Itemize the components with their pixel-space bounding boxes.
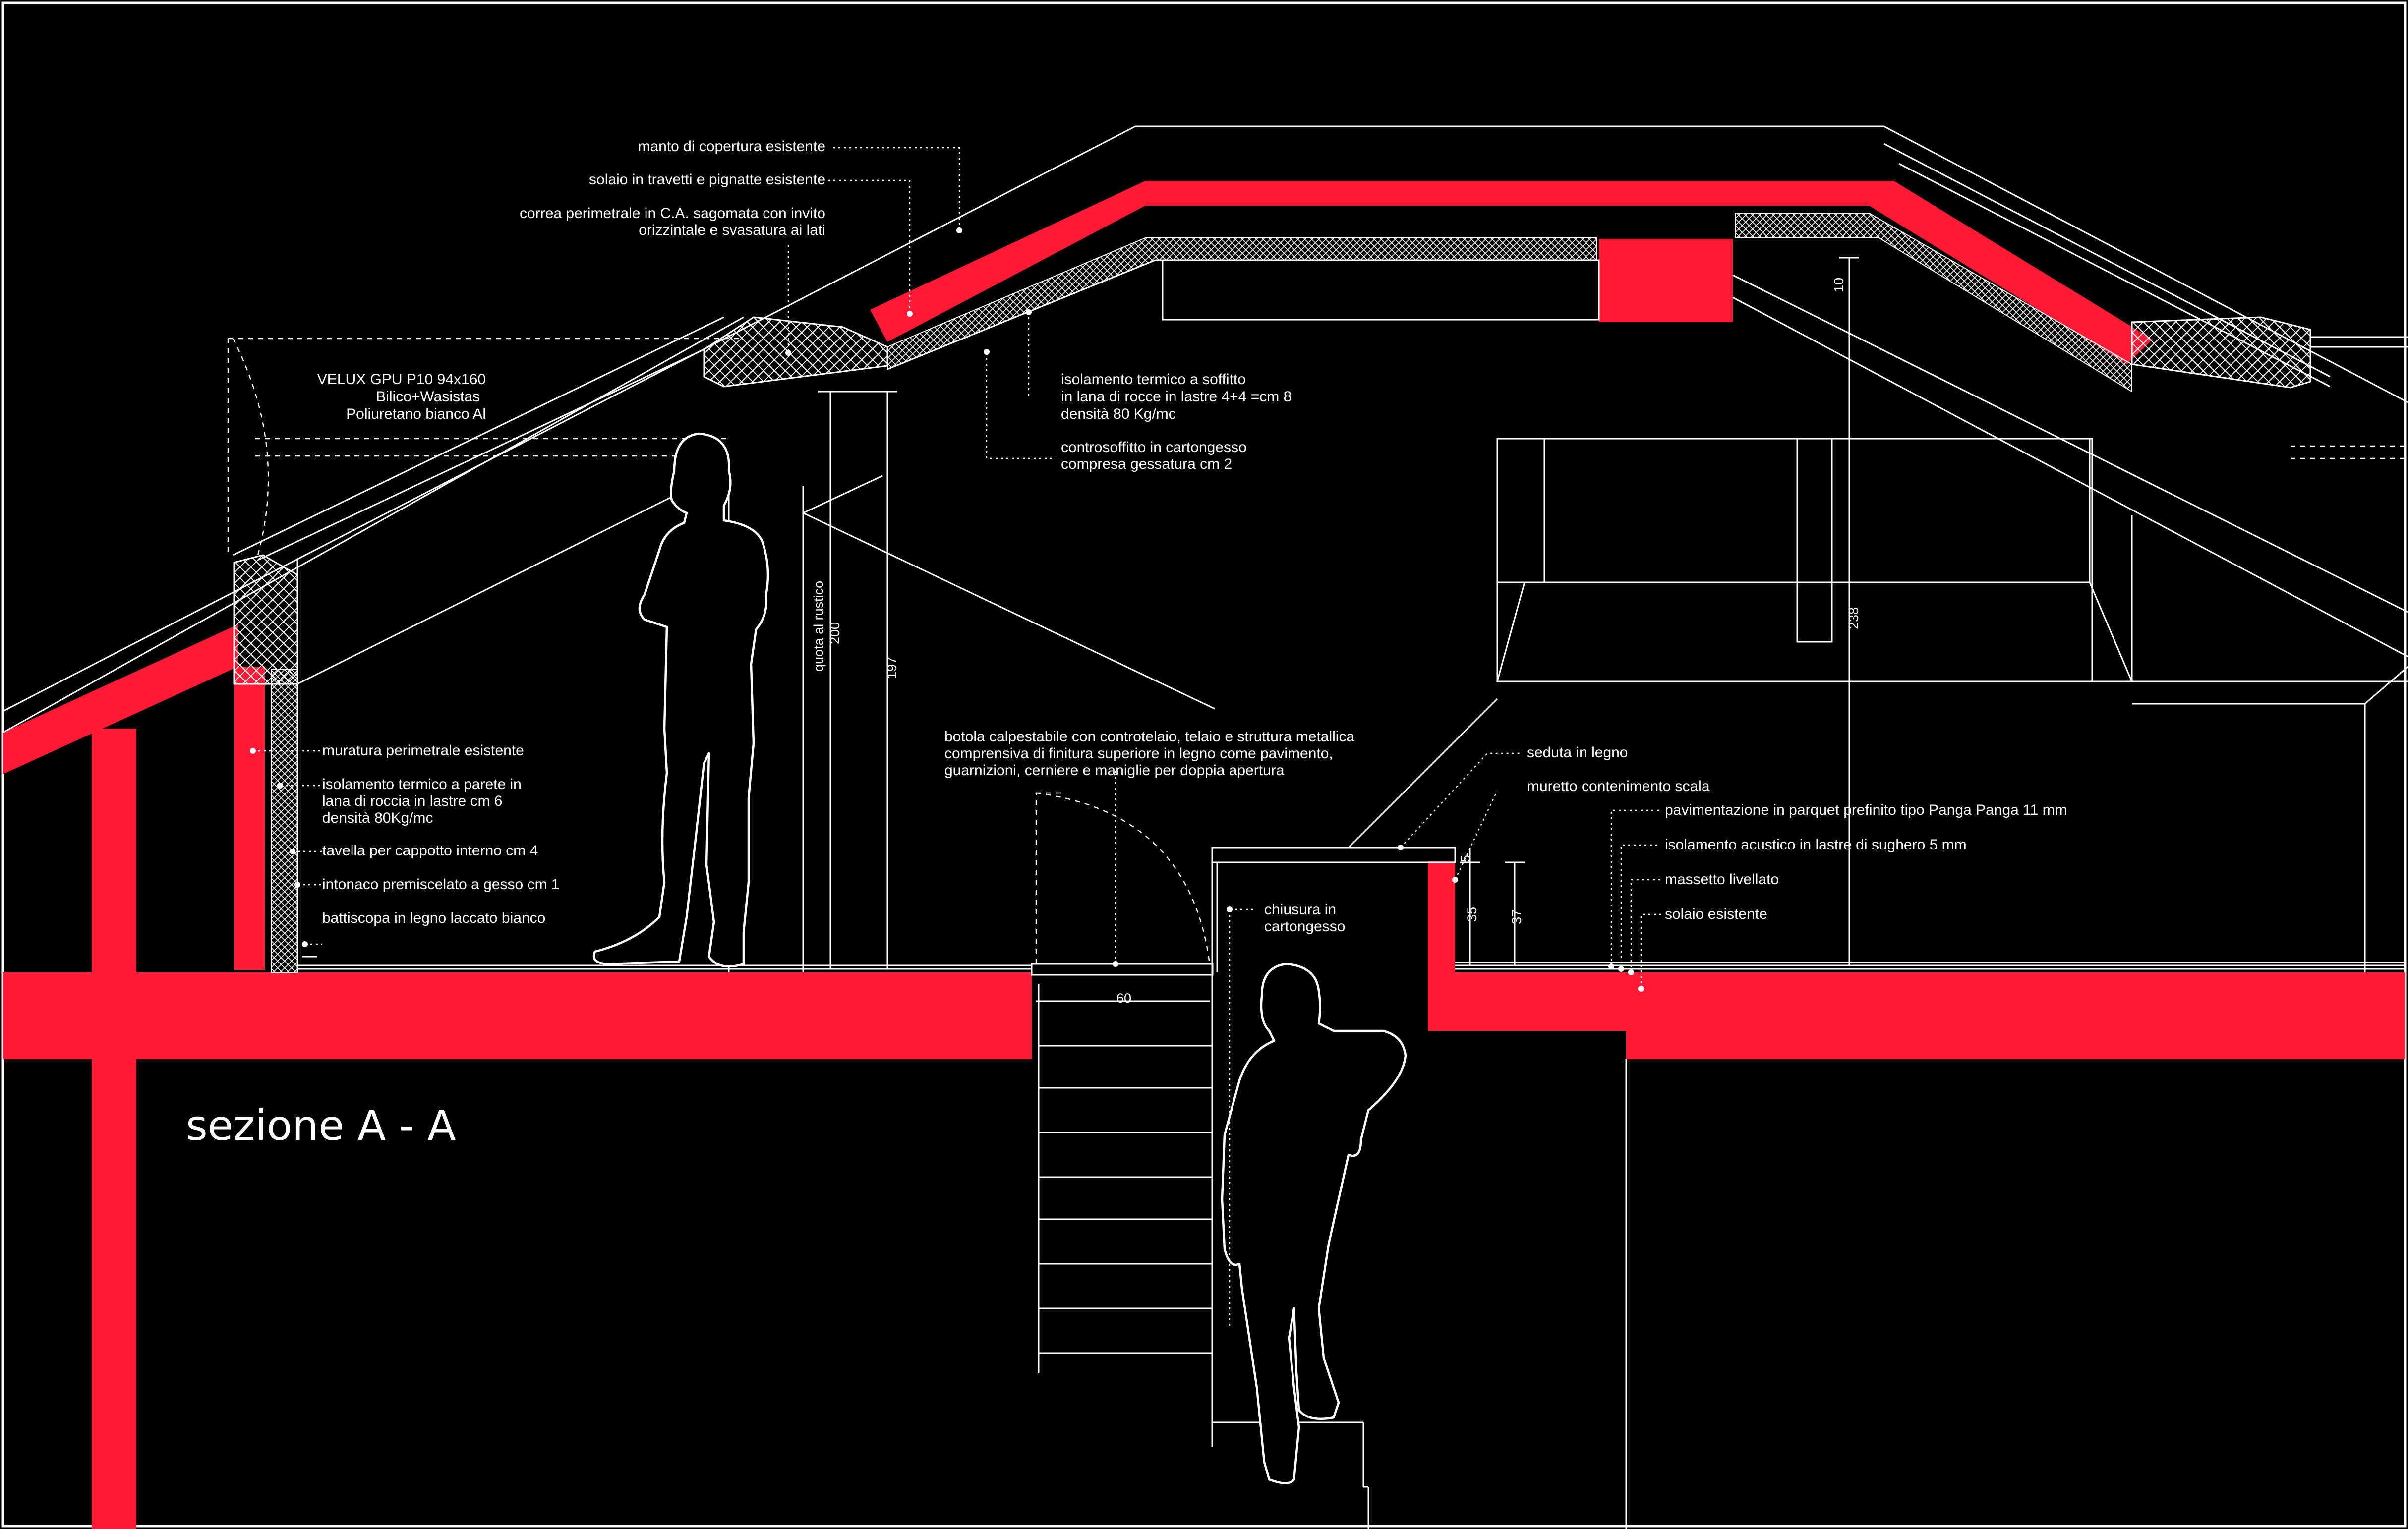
- dim-60: 60: [1116, 991, 1131, 1006]
- label-chiusura-2: cartongesso: [1264, 918, 1345, 935]
- label-controsoffitto-1: controsoffitto in cartongesso: [1061, 439, 1247, 455]
- label-intonaco: intonaco premiscelato a gesso cm 1: [322, 876, 560, 893]
- roof-insulation-right: [1735, 213, 2132, 393]
- left-eave-slab: [3, 624, 238, 774]
- climbing-figure: [1221, 963, 1407, 1484]
- seat-bench: [1211, 847, 1456, 863]
- label-correa-2: orizzintale e svasatura ai lati: [639, 222, 825, 238]
- label-seduta: seduta in legno: [1527, 744, 1628, 761]
- label-muretto: muretto contenimento scala: [1527, 778, 1710, 794]
- section-title: sezione A - A: [186, 1101, 456, 1150]
- wall-top-hatch: [233, 554, 298, 685]
- label-isol-soffitto-2: in lana di rocce in lastre 4+4 =cm 8: [1061, 389, 1292, 405]
- floor-slab-left: [3, 972, 1032, 1059]
- dim-35: 35: [1465, 907, 1479, 922]
- label-pavimentazione: pavimentazione in parquet prefinito tipo…: [1665, 802, 2067, 818]
- leader-dots: [250, 227, 1644, 992]
- label-velux-2: Bilico+Wasistas: [376, 389, 480, 405]
- label-isol-parete-1: isolamento termico a parete in: [322, 776, 522, 793]
- label-massetto: massetto livellato: [1665, 871, 1779, 888]
- label-manto: manto di copertura esistente: [638, 138, 825, 155]
- label-tavella: tavella per cappotto interno cm 4: [322, 843, 538, 859]
- annotations: manto di copertura esistente solaio in t…: [317, 138, 2067, 935]
- label-solaio-travetti: solaio in travetti e pignatte esistente: [589, 171, 825, 188]
- standing-figure: [592, 432, 769, 968]
- label-isol-acustico: isolamento acustico in lastre di sughero…: [1665, 837, 1967, 853]
- dimension-lines: [818, 257, 1859, 1002]
- dim-200: 200: [827, 622, 842, 644]
- left-column: [92, 729, 136, 1529]
- label-chiusura-1: chiusura in: [1264, 902, 1336, 918]
- stair-wall: [1428, 861, 2405, 1059]
- trapdoor: [1031, 963, 1214, 976]
- dim-5: 5: [1458, 855, 1473, 862]
- dim-197: 197: [884, 657, 899, 679]
- insulation-layers: [233, 213, 2311, 973]
- wall-insulation: [271, 669, 298, 973]
- label-botola-1: botola calpestabile con controtelaio, te…: [944, 729, 1354, 745]
- label-velux-1: VELUX GPU P10 94x160: [317, 371, 486, 388]
- label-isol-parete-2: lana di roccia in lastre cm 6: [322, 793, 503, 809]
- right-interior: [1348, 438, 2408, 972]
- trapdoor-and-stair: [1031, 792, 1627, 1529]
- label-controsoffitto-2: compresa gessatura cm 2: [1061, 456, 1232, 472]
- label-velux-3: Poliuretano bianco Al: [346, 406, 486, 422]
- dim-quota-label: quota al rustico: [811, 581, 826, 672]
- skylight-block: [1599, 239, 1733, 322]
- dim-37: 37: [1509, 909, 1524, 924]
- left-perimeter-wall: [234, 667, 265, 970]
- label-battiscopa: battiscopa in legno laccato bianco: [322, 910, 545, 926]
- label-botola-3: guarnizioni, cerniere e maniglie per dop…: [944, 762, 1285, 779]
- existing-structure: [3, 181, 2405, 1529]
- dim-10: 10: [1831, 278, 1846, 292]
- wall-layers: [227, 338, 744, 972]
- left-curb-hatch: [703, 316, 888, 388]
- label-solaio-esistente: solaio esistente: [1665, 906, 1767, 922]
- leader-lines: [253, 147, 1661, 1328]
- label-muratura: muratura perimetrale esistente: [322, 742, 524, 759]
- label-botola-2: comprensiva di finitura superiore in leg…: [944, 745, 1333, 762]
- label-isol-parete-3: densità 80Kg/mc: [322, 810, 433, 826]
- label-correa-1: correa perimetrale in C.A. sagomata con …: [520, 205, 825, 222]
- dim-238: 238: [1846, 607, 1861, 629]
- label-isol-soffitto-1: isolamento termico a soffitto: [1061, 371, 1246, 388]
- dimension-labels: quota al rustico 200 197 10 238 60 5 35 …: [811, 278, 1861, 1006]
- label-isol-soffitto-3: densità 80 Kg/mc: [1061, 406, 1176, 422]
